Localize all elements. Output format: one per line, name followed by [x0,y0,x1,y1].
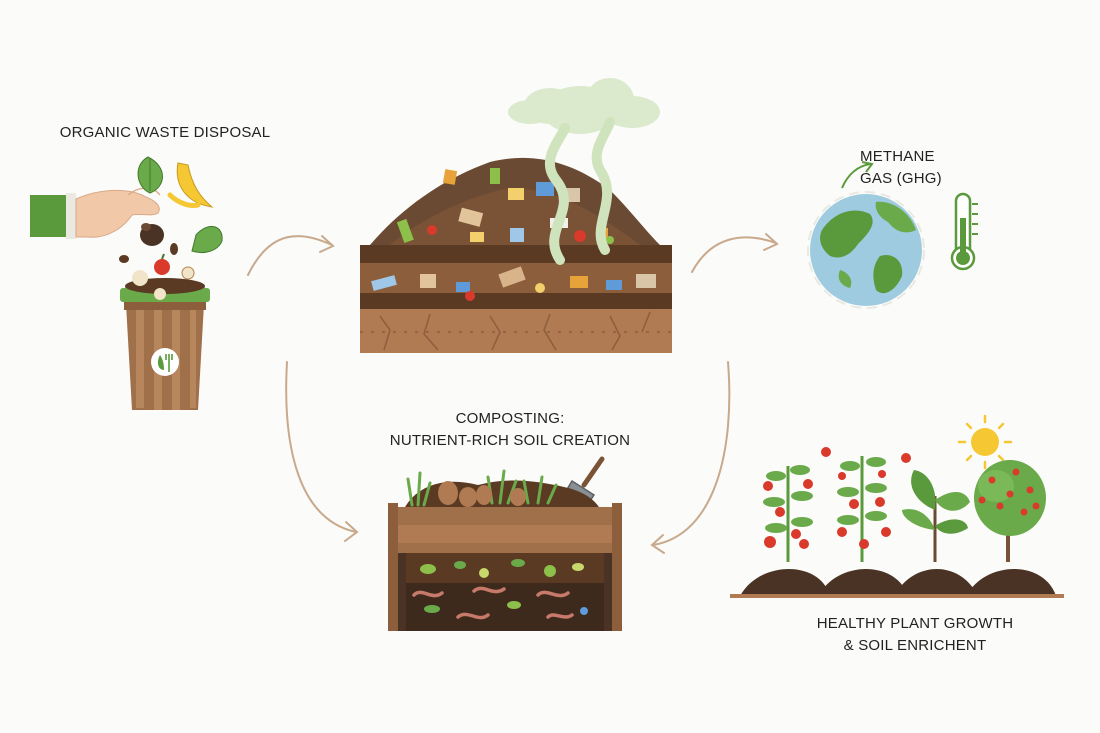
kale-leaf-icon [191,226,223,254]
fruit-tree [974,460,1046,562]
rising-gas [545,117,615,265]
healthy-plants [730,414,1064,598]
soil-mounds [740,569,1056,596]
leafy-plant [902,470,970,562]
arrow-head-4 [650,534,665,554]
arrow-landfill-to-compost [285,361,357,533]
arrow-landfill-to-methane [691,236,777,273]
thermometer-icon [950,192,978,271]
label-methane-gas: METHANE GAS (GHG) [860,148,942,187]
compost-bin-icon [120,270,210,410]
soil-cracks [360,311,672,351]
arrow-waste-to-landfill [247,235,333,276]
tomato-plant-2 [837,456,891,562]
hand-icon [30,187,161,239]
label-composting: COMPOSTING: NUTRIENT-RICH SOIL CREATION [389,410,631,449]
hand-dropping-waste [30,156,223,280]
leaf-fork-icon [151,348,179,376]
pine-cones [438,481,526,507]
arrow-head-2 [763,233,779,251]
compost-box [388,456,622,631]
arrow-head-1 [319,235,335,253]
apple-icon [154,259,170,275]
label-healthy-plant-growth: HEALTHY PLANT GROWTH & SOIL ENRICHENT [816,615,1014,654]
ground-line [730,594,1064,598]
earth-globe-icon [807,191,925,309]
arrow-plants-to-compost [652,361,731,546]
label-organic-waste-disposal: ORGANIC WASTE DISPOSAL [59,124,271,141]
compost-contents [420,559,588,615]
buried-debris [371,266,656,301]
sun-icon [957,414,1013,470]
methane-effect [807,161,978,309]
cloud-icon [508,78,660,134]
banana-icon [176,162,214,208]
tomato-plant-1 [763,465,813,562]
arrow-head-3 [344,521,359,542]
landfill-cross-section [360,78,672,353]
earthworms [412,586,574,620]
falling-scraps [119,156,223,280]
ladybug-icon [821,447,911,463]
mound-debris [396,168,614,244]
